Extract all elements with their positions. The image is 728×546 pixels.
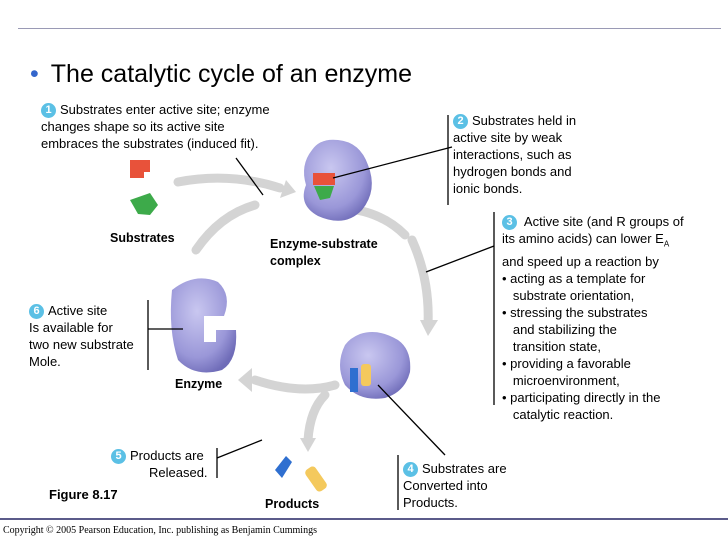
arrowhead-1 bbox=[280, 180, 296, 198]
ep-product-blue bbox=[350, 368, 358, 392]
arrow-to-products bbox=[303, 390, 330, 445]
es-substrate-green bbox=[314, 186, 334, 200]
arrow-bottom-left bbox=[250, 375, 340, 394]
arrow-substrates-to-complex bbox=[173, 173, 285, 193]
leader-lines bbox=[147, 115, 495, 510]
free-substrates bbox=[130, 160, 158, 215]
es-substrate-red bbox=[313, 173, 335, 185]
step-2-badge: 2 bbox=[453, 114, 468, 129]
es-complex-enzyme bbox=[303, 139, 372, 221]
top-rule bbox=[18, 28, 721, 29]
arrowhead-2 bbox=[420, 320, 438, 336]
step-1-badge: 1 bbox=[41, 103, 56, 118]
step-5-badge: 5 bbox=[111, 449, 126, 464]
substrate-green-shape bbox=[130, 193, 158, 215]
label-enzyme: Enzyme bbox=[175, 377, 223, 391]
step-3-badge: 3 bbox=[502, 215, 517, 230]
step-4-badge: 4 bbox=[403, 462, 418, 477]
copyright-notice: Copyright © 2005 Pearson Education, Inc.… bbox=[3, 525, 317, 536]
label-es-complex: Enzyme-substrate complex bbox=[270, 237, 378, 268]
label-products: Products bbox=[265, 497, 320, 511]
leader-1 bbox=[235, 157, 264, 196]
cycle-arrows bbox=[173, 173, 433, 445]
title-text: The catalytic cycle of an enzyme bbox=[50, 60, 413, 88]
arrowhead-3 bbox=[238, 368, 252, 392]
leader-5 bbox=[216, 439, 263, 459]
ep-product-yellow bbox=[361, 364, 371, 386]
bottom-rule bbox=[0, 518, 728, 520]
label-substrates: Substrates bbox=[110, 231, 175, 245]
enzyme-shape bbox=[170, 278, 237, 373]
bullet-icon: • bbox=[30, 60, 39, 88]
product-blue-shape bbox=[275, 456, 292, 478]
leader-2 bbox=[332, 146, 453, 179]
arrowhead-4 bbox=[300, 438, 316, 452]
step-6-badge: 6 bbox=[29, 304, 44, 319]
leader-4 bbox=[377, 384, 446, 456]
arrow-left-up bbox=[191, 200, 260, 255]
figure-caption: Figure 8.17 bbox=[49, 487, 118, 502]
arrow-right-down bbox=[407, 235, 433, 330]
step-3-text: 3 Active site (and R groups of its amino… bbox=[502, 214, 684, 422]
slide-title: • The catalytic cycle of an enzyme bbox=[30, 60, 412, 89]
leader-3 bbox=[425, 245, 495, 273]
released-products bbox=[275, 456, 327, 492]
cycle-arrowheads bbox=[238, 180, 438, 452]
enzyme-substrate-complex-shape bbox=[303, 139, 372, 221]
enzyme-product-complex-shape bbox=[340, 332, 411, 399]
product-yellow-shape bbox=[305, 466, 327, 492]
substrate-red-shape bbox=[130, 160, 150, 178]
